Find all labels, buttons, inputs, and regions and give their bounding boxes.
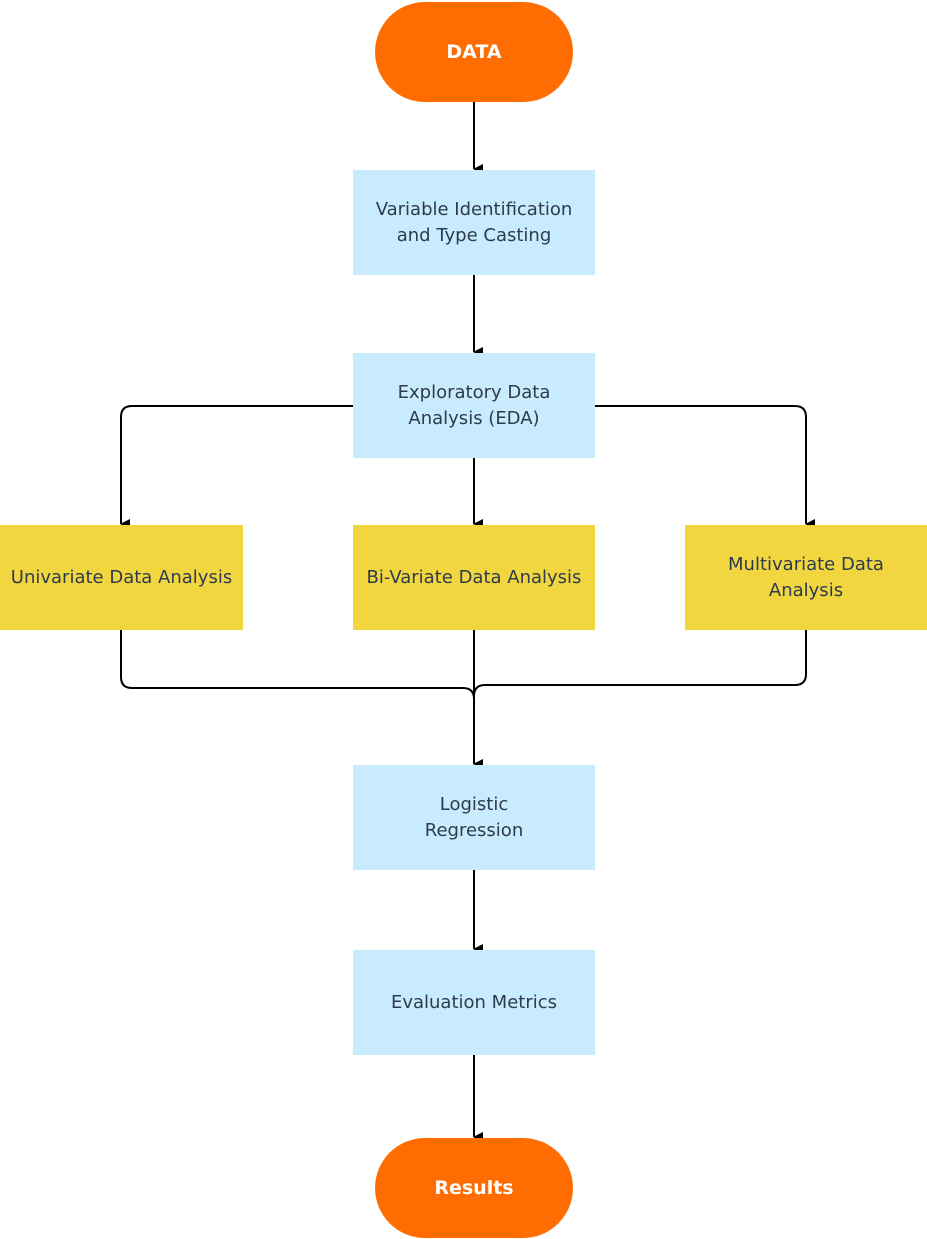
evaluation-metrics-label: Evaluation Metrics [390,991,558,1013]
bivariate-analysis-node: Bi-Variate Data Analysis [353,525,595,630]
multivariate-analysis-label-line-2: Analysis [768,579,844,601]
univariate-analysis-node: Univariate Data Analysis [0,525,243,630]
variable-identification-label-line-1: Variable Identification [375,198,573,220]
start-node-label: DATA [446,41,502,63]
eda-node: Exploratory Data Analysis (EDA) [353,353,595,458]
evaluation-metrics-node: Evaluation Metrics [353,950,595,1055]
multivariate-analysis-node: Multivariate Data Analysis [685,525,927,630]
logistic-regression-node: Logistic Regression [353,765,595,870]
end-node-label: Results [434,1177,514,1199]
arrow-eda-to-univariate [120,405,353,529]
logistic-regression-label-line-1: Logistic [439,793,509,815]
eda-label-line-2: Analysis (EDA) [408,407,540,429]
start-node-data: DATA [375,2,573,102]
multivariate-analysis-label-line-1: Multivariate Data [728,553,884,575]
variable-identification-node: Variable Identification and Type Casting [353,170,595,275]
eda-label-line-1: Exploratory Data [397,381,551,403]
arrow-univariate-to-merge [120,630,475,700]
arrow-multivariate-to-merge [473,630,807,697]
bivariate-analysis-label: Bi-Variate Data Analysis [366,566,582,588]
univariate-analysis-label: Univariate Data Analysis [10,566,233,588]
arrow-eda-to-multivariate [595,405,815,529]
variable-identification-label-line-2: and Type Casting [396,224,552,246]
end-node-results: Results [375,1138,573,1238]
logistic-regression-label-line-2: Regression [424,819,524,841]
